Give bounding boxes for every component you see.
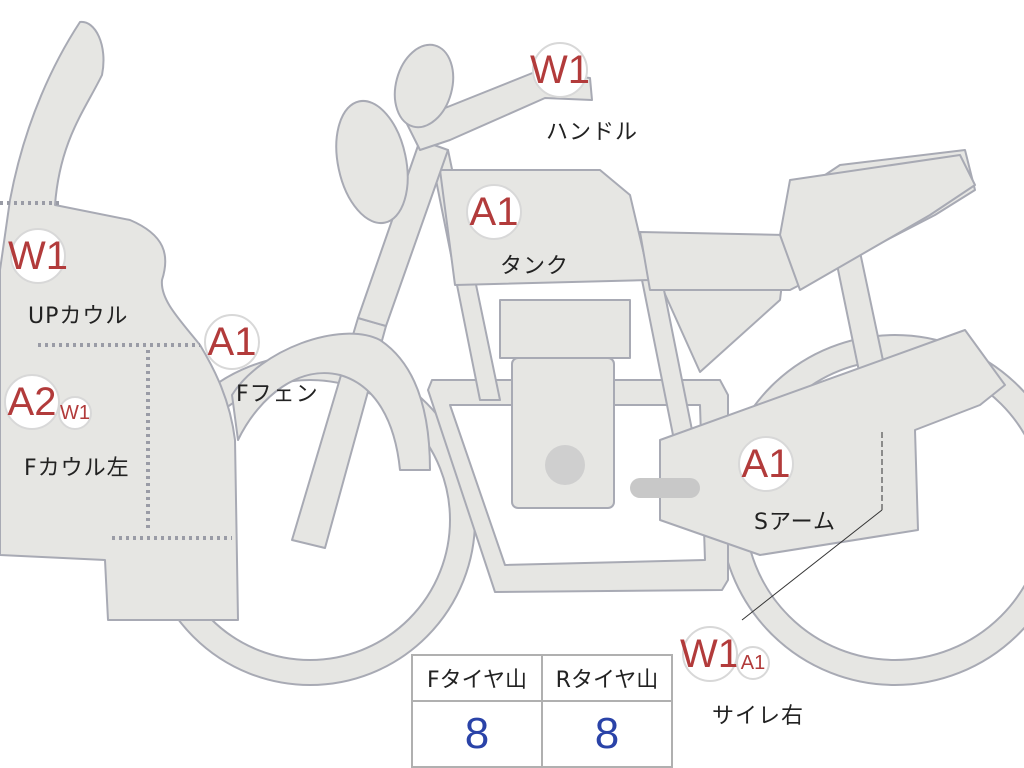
grade-badge-silencer-right-a1: A1 <box>736 646 770 680</box>
upper-cowl <box>0 20 239 621</box>
headlight <box>335 99 409 225</box>
label-handle: ハンドル <box>546 120 639 145</box>
engine-cover <box>545 445 585 485</box>
grade-badge-f-cowl-left-w1: W1 <box>58 396 92 430</box>
label-silencer-right: サイレ右 <box>712 704 805 729</box>
grade-badge-f-fender-a1: A1 <box>204 314 260 370</box>
tire-tread-table: Fタイヤ山 Rタイヤ山 8 8 <box>411 654 673 768</box>
swing-arm <box>659 329 1006 556</box>
engine-block <box>511 357 615 509</box>
label-up-cowl: UPカウル <box>28 304 129 329</box>
footpeg <box>630 478 700 498</box>
value-rear-tire-tread: 8 <box>541 700 673 768</box>
label-s-arm: Sアーム <box>754 510 836 535</box>
engine-cylinder <box>499 299 631 359</box>
grade-badge-silencer-right-w1: W1 <box>680 626 740 682</box>
label-tank: タンク <box>500 254 570 279</box>
grade-badge-up-cowl-w1: W1 <box>8 228 68 284</box>
mirror <box>393 43 455 129</box>
header-front-tire-tread: Fタイヤ山 <box>411 654 543 702</box>
grade-badge-s-arm-a1: A1 <box>738 436 794 492</box>
grade-badge-handle-w1: W1 <box>530 42 590 98</box>
grade-badge-f-cowl-left-a2: A2 <box>4 374 60 430</box>
grade-badge-tank-a1: A1 <box>466 184 522 240</box>
cowl-panel-lines <box>0 201 232 540</box>
header-rear-tire-tread: Rタイヤ山 <box>541 654 673 702</box>
front-fender <box>231 332 431 471</box>
label-f-fender: Fフェン <box>236 382 319 407</box>
leader-lines <box>741 432 883 621</box>
value-front-tire-tread: 8 <box>411 700 543 768</box>
seat-top <box>779 154 976 291</box>
label-f-cowl-left: Fカウル左 <box>24 456 130 481</box>
